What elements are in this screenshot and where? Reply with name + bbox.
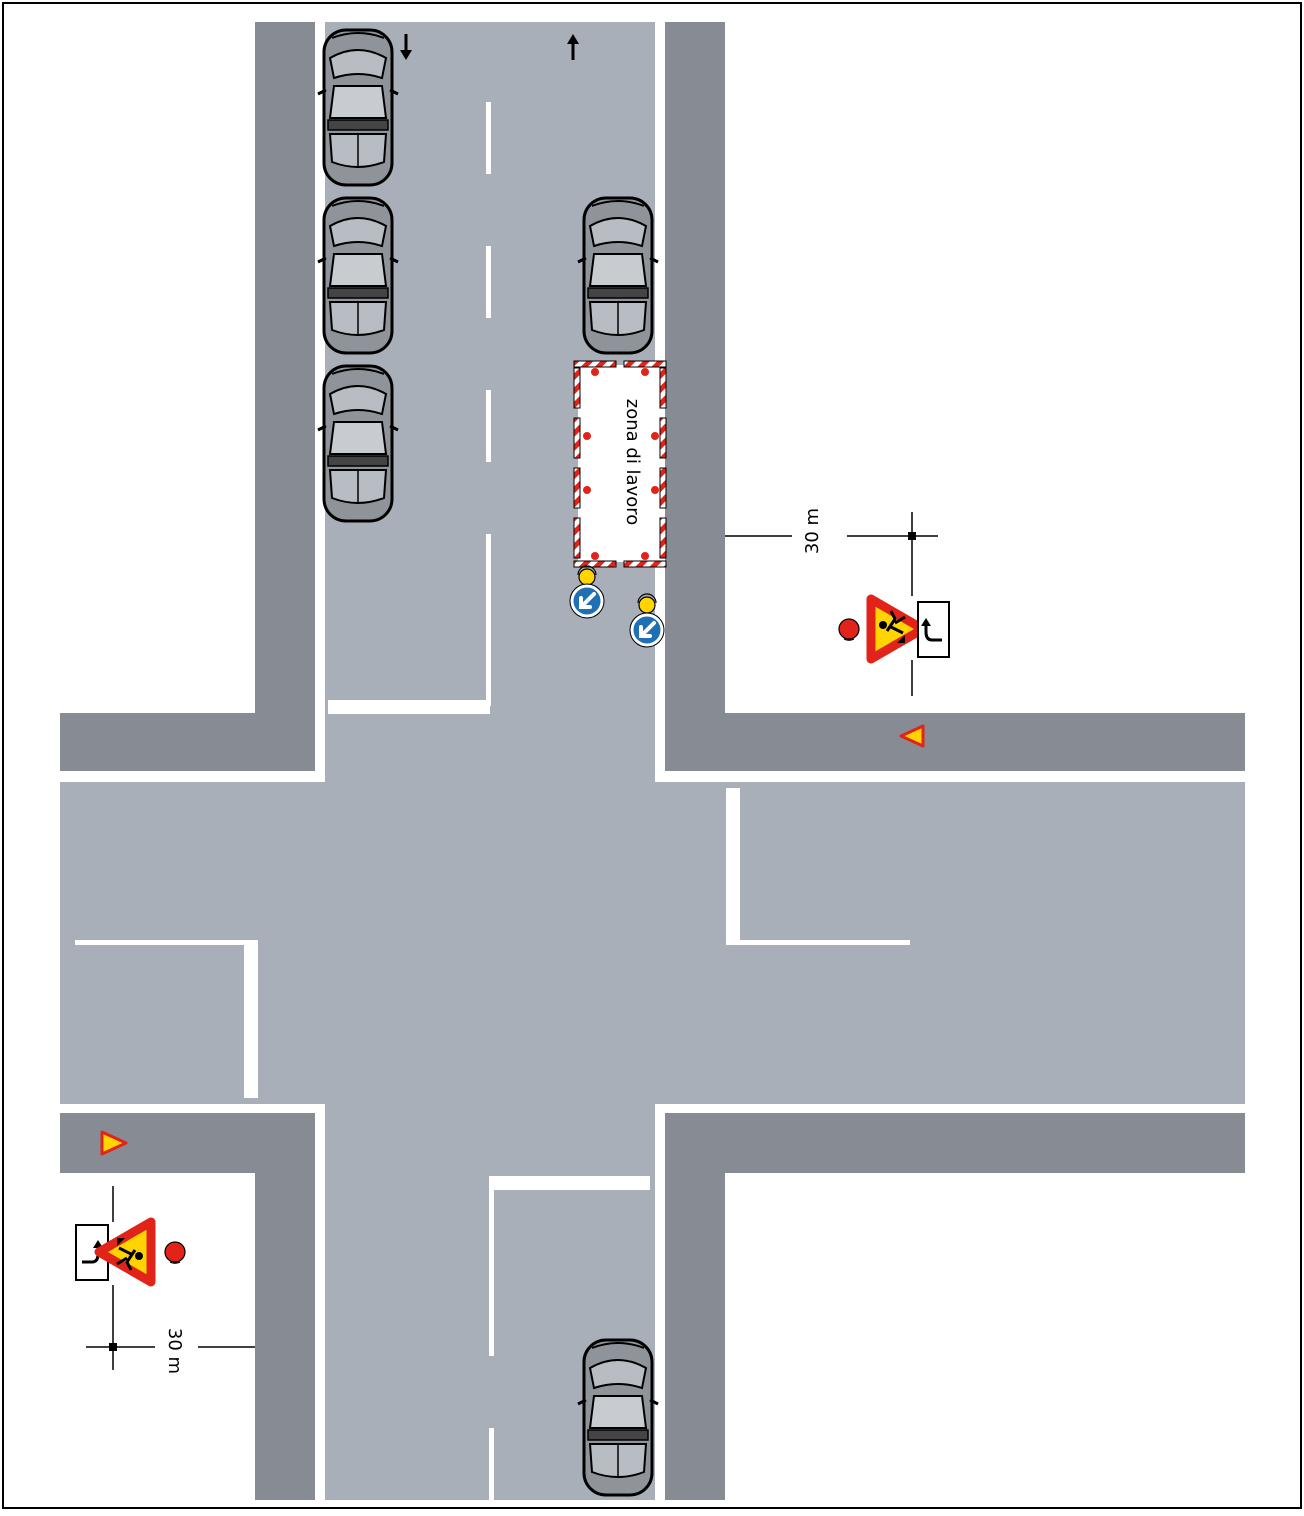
work-zone-label: zona di lavoro (622, 399, 643, 525)
moving-car (578, 1340, 658, 1495)
yellow-flasher-icon (638, 594, 656, 613)
distance-label-south: 30 m (164, 1328, 185, 1374)
parked-car (318, 198, 398, 353)
yellow-flasher-icon (578, 566, 596, 585)
keep-left-arrow-icon (570, 584, 604, 618)
parked-car (318, 30, 398, 185)
work-zone: zona di lavoro (574, 361, 666, 567)
curve-arrow-panel-icon (918, 602, 949, 657)
parked-car (318, 366, 398, 521)
parked-car (578, 198, 658, 353)
distance-label-north: 30 m (802, 508, 823, 554)
keep-left-arrow-icon (630, 613, 664, 647)
